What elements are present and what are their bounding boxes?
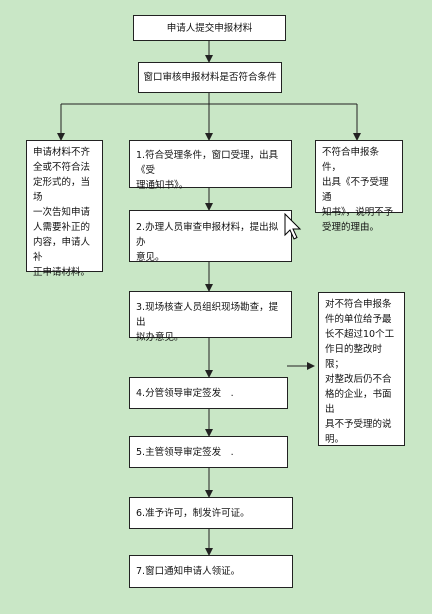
node-submit-text: 申请人提交申报材料 [166,22,253,34]
node-review-text: 窗口审核申报材料是否符合条件 [143,72,277,83]
node-step3-text: 3.现场核查人员组织现场勘查，提出 拟办意见。 [136,302,279,343]
node-step4: 4.分管领导审定签发 . [129,377,288,409]
node-step6-text: 6.准予许可，制发许可证。 [136,508,250,519]
node-step7: 7.窗口通知申请人领证。 [129,555,293,588]
node-step6: 6.准予许可，制发许可证。 [129,497,293,529]
node-review: 窗口审核申报材料是否符合条件 [138,62,282,93]
node-submit: 申请人提交申报材料 [133,15,286,41]
mouse-pointer-icon [284,213,302,240]
node-step7-text: 7.窗口通知申请人领证。 [136,566,241,577]
node-reject-text: 不符合申报条件， 出具《不予受理通 知书》，说明不予 受理的理由。 [322,147,394,233]
node-step5: 5.主管领导审定签发 . [129,436,288,468]
node-incomplete-text: 申请材料不齐 全或不符合法 定形式的，当场 一次告知申请 人需要补正的 内容，申… [33,147,91,278]
node-reject: 不符合申报条件， 出具《不予受理通 知书》，说明不予 受理的理由。 [315,140,403,233]
node-step3: 3.现场核查人员组织现场勘查，提出 拟办意见。 [129,291,292,343]
node-step2: 2.办理人员审查申报材料，提出拟办 意见。 [129,210,292,263]
node-rectify-text: 对不符合申报条 件的单位给予最 长不超过10个工 作日的整改时限； 对整改后仍不… [325,299,395,445]
node-step1-text: 1.符合受理条件，窗口受理，出具《受 理通知书》。 [136,150,279,191]
node-incomplete: 申请材料不齐 全或不符合法 定形式的，当场 一次告知申请 人需要补正的 内容，申… [26,140,103,278]
node-rectify: 对不符合申报条 件的单位给予最 长不超过10个工 作日的整改时限； 对整改后仍不… [318,292,405,446]
node-step2-text: 2.办理人员审查申报材料，提出拟办 意见。 [136,222,279,263]
page-edge-strip [432,0,437,614]
node-step5-text: 5.主管领导审定签发 . [136,447,234,458]
node-step1: 1.符合受理条件，窗口受理，出具《受 理通知书》。 [129,140,292,191]
node-step4-text: 4.分管领导审定签发 . [136,388,234,399]
